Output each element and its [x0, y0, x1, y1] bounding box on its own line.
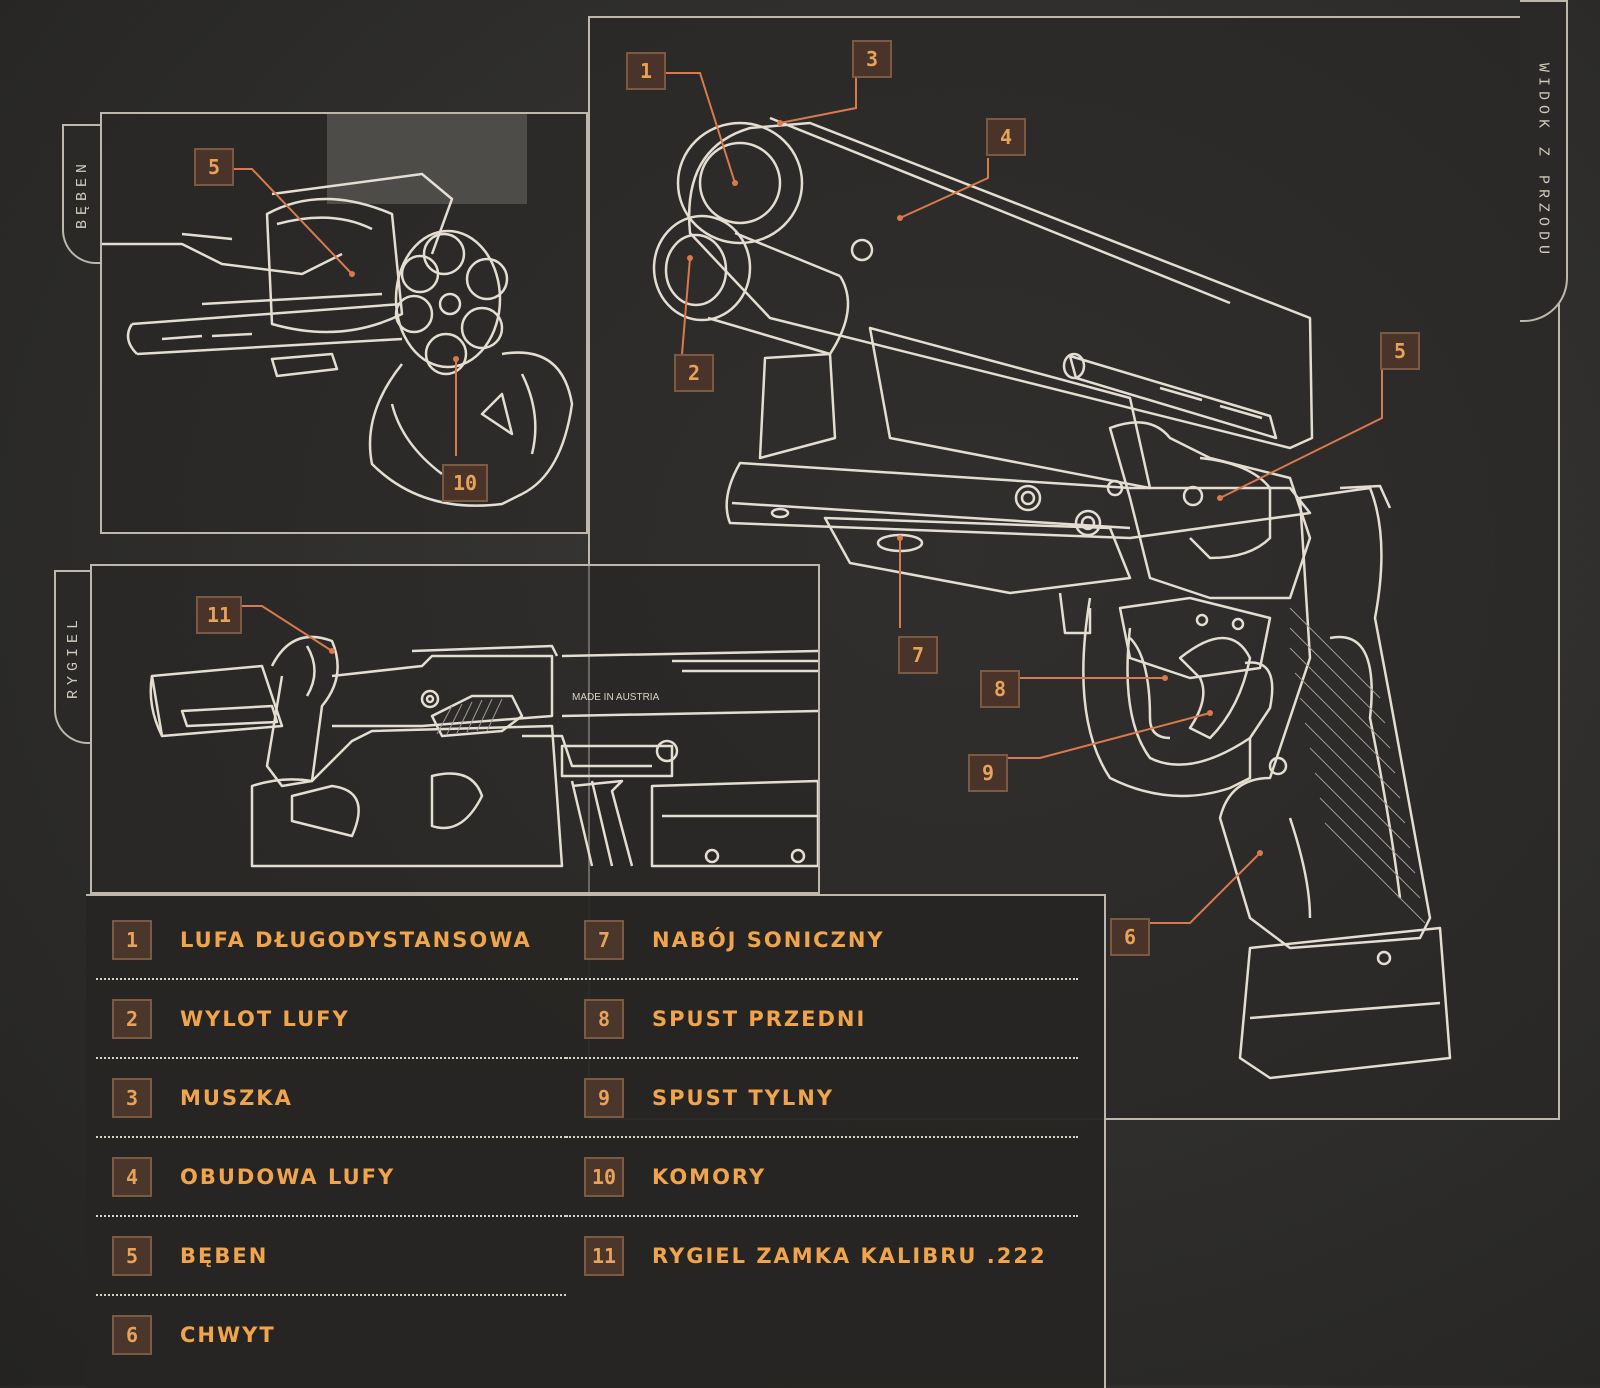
legend-number: 1 — [112, 920, 152, 960]
legend-number: 8 — [584, 999, 624, 1039]
legend-number: 3 — [112, 1078, 152, 1118]
legend-label: LUFA DŁUGODYSTANSOWA — [180, 928, 532, 952]
callout-1: 1 — [626, 52, 666, 90]
legend-separator — [96, 1294, 566, 1296]
callout-7: 7 — [898, 636, 938, 674]
legend-number: 9 — [584, 1078, 624, 1118]
legend-separator — [96, 978, 566, 980]
legend-number: 11 — [584, 1236, 624, 1276]
legend-number: 2 — [112, 999, 152, 1039]
legend-number: 6 — [112, 1315, 152, 1355]
legend-number: 7 — [584, 920, 624, 960]
drum-detail-drawing — [102, 114, 574, 507]
callout-3: 3 — [852, 40, 892, 78]
callout-5-drum: 5 — [194, 148, 234, 186]
legend-separator — [566, 1057, 1078, 1059]
legend-label: RYGIEL ZAMKA KALIBRU .222 — [652, 1244, 1047, 1268]
legend-label: MUSZKA — [180, 1086, 293, 1110]
legend-label: SPUST PRZEDNI — [652, 1007, 867, 1031]
callout-8: 8 — [980, 670, 1020, 708]
legend-separator — [96, 1057, 566, 1059]
legend-number: 4 — [112, 1157, 152, 1197]
legend-separator — [566, 978, 1078, 980]
tab-bolt: RYGIEL — [54, 570, 90, 744]
callout-11: 11 — [196, 596, 242, 634]
tab-front-view: WIDOK Z PRZODU — [1520, 0, 1568, 322]
front-view-pistol-drawing — [652, 72, 1452, 1080]
legend-label: NABÓJ SONICZNY — [652, 928, 885, 952]
drum-detail-panel — [100, 112, 588, 534]
legend-separator — [566, 1136, 1078, 1138]
legend-separator — [566, 1215, 1078, 1217]
callout-9: 9 — [968, 754, 1008, 792]
legend-separator — [96, 1215, 566, 1217]
legend-label: KOMORY — [652, 1165, 767, 1189]
tab-drum-label: BĘBEN — [73, 158, 91, 229]
legend-label: CHWYT — [180, 1323, 276, 1347]
tab-drum: BĘBEN — [62, 124, 100, 264]
callout-10: 10 — [442, 464, 488, 502]
legend-label: WYLOT LUFY — [180, 1007, 350, 1031]
callout-5-main: 5 — [1380, 332, 1420, 370]
legend-label: BĘBEN — [180, 1244, 269, 1268]
legend-separator — [96, 1136, 566, 1138]
legend-panel: 1 LUFA DŁUGODYSTANSOWA 2 WYLOT LUFY 3 MU… — [86, 894, 1106, 1388]
legend-number: 10 — [584, 1157, 624, 1197]
callout-6: 6 — [1110, 918, 1150, 956]
legend-label: SPUST TYLNY — [652, 1086, 835, 1110]
legend-number: 5 — [112, 1236, 152, 1276]
tab-bolt-label: RYGIEL — [64, 614, 82, 699]
callout-4: 4 — [986, 118, 1026, 156]
callout-2: 2 — [674, 354, 714, 392]
bolt-detail-drawing: MADE IN AUSTRIA — [149, 605, 818, 868]
tab-front-view-label: WIDOK Z PRZODU — [1534, 62, 1552, 260]
made-in-austria-engraving: MADE IN AUSTRIA — [572, 692, 660, 703]
legend-label: OBUDOWA LUFY — [180, 1165, 396, 1189]
